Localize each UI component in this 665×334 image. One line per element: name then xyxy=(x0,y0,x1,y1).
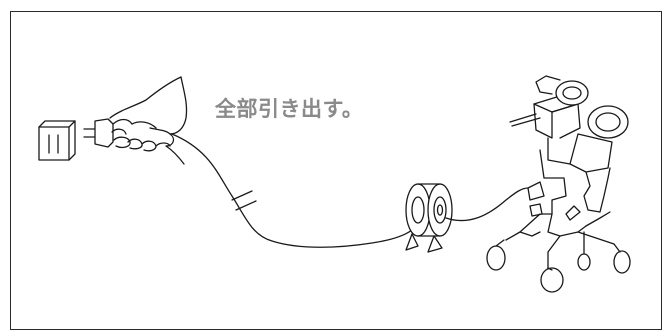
wall-outlet-icon xyxy=(39,121,75,160)
instruction-caption: 全部引き出す。 xyxy=(215,97,364,121)
chair-lift-unit-icon xyxy=(487,76,630,292)
cable-line xyxy=(172,134,412,247)
extension-cord-reel-icon xyxy=(406,184,528,252)
hand-with-plug-icon xyxy=(84,77,187,164)
